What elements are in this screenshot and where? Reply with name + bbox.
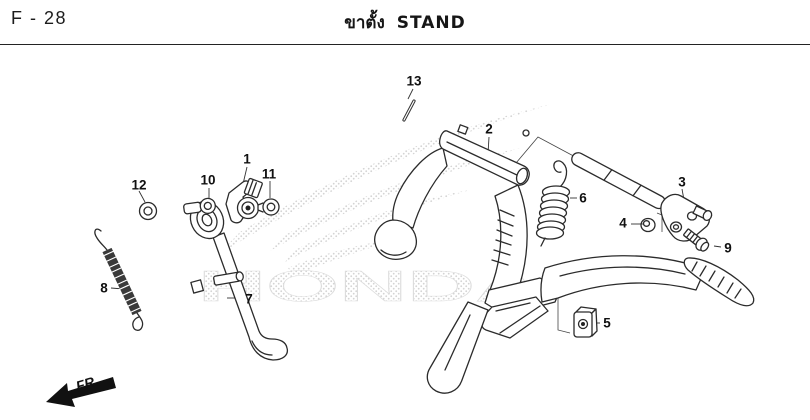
rubber-stopper-part-5: [573, 306, 598, 338]
side-stand-part-7: [189, 200, 289, 361]
washer-part-12: [138, 201, 158, 221]
part-callout-8: 8: [100, 280, 108, 296]
pivot-bolt-part-10: [183, 197, 216, 215]
main-stand-spring-part-6: [535, 160, 571, 247]
front-direction-label: FR.: [74, 372, 100, 394]
part-callout-13: 13: [406, 73, 422, 89]
bolt-part-9: [683, 228, 710, 252]
part-callout-6: 6: [579, 190, 587, 206]
part-callout-4: 4: [619, 215, 627, 231]
collar-part-4: [640, 217, 656, 233]
part-callout-1: 1: [243, 151, 251, 167]
main-stand-part-2: [374, 124, 755, 394]
part-callout-2: 2: [485, 121, 493, 137]
side-stand-switch-part-1: [225, 177, 263, 224]
part-callout-3: 3: [678, 174, 686, 190]
part-callout-9: 9: [724, 240, 732, 256]
page-code: F - 28: [11, 8, 68, 28]
page-title-english: STAND: [396, 13, 466, 33]
nut-part-11: [257, 198, 280, 216]
part-callout-12: 12: [131, 177, 147, 193]
header-divider: [0, 44, 810, 45]
page-title: ขาตั้ง STAND: [0, 9, 810, 36]
stopper-arm-part-3: [571, 152, 713, 242]
pin-part-13: [402, 99, 416, 122]
page-title-thai: ขาตั้ง: [344, 13, 385, 33]
part-callout-10: 10: [200, 172, 216, 188]
front-direction-arrow: FR.: [46, 372, 116, 407]
side-stand-spring-part-8: [94, 228, 144, 331]
part-callout-11: 11: [261, 166, 277, 182]
part-callout-7: 7: [245, 291, 253, 307]
part-callout-5: 5: [603, 315, 611, 331]
